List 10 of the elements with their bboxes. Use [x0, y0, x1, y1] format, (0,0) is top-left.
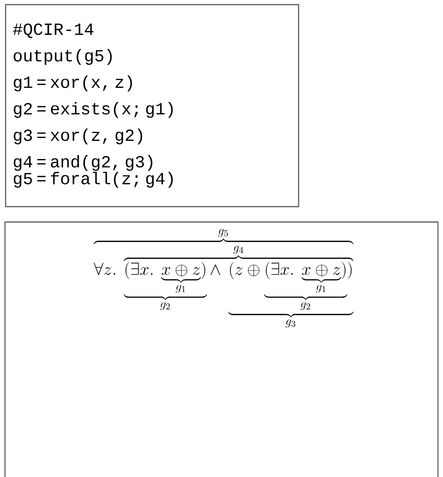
formula-panel [4, 221, 439, 477]
code-line: g2 = exists(x; g1) [14, 102, 173, 118]
code-line: g3 = xor(z, g2) [14, 128, 142, 144]
code-line: g1 = xor(x, z) [14, 76, 132, 92]
code-line: g5 = forall(z; g4) [14, 172, 173, 188]
code-listing-box [5, 4, 300, 208]
code-line: output(g5) [14, 49, 112, 65]
formula: $\overbrace{\forall z.\ \overbrace{\underbrace{(\exists x.\ \underbrace{x\oplus z}_{g_1})}_{g_2}\wedge\ \underbrace{(z\oplus\underbrace{(\exists x.\ \underbrace{x\oplus z}_{g_1})}_{g_2})}_{g_3}}^{g_4}}^{g_5}$ [94, 229, 354, 328]
code-line: #QCIR-14 [13, 23, 94, 38]
code-line: g4 = and(g2, g3) [14, 155, 152, 171]
